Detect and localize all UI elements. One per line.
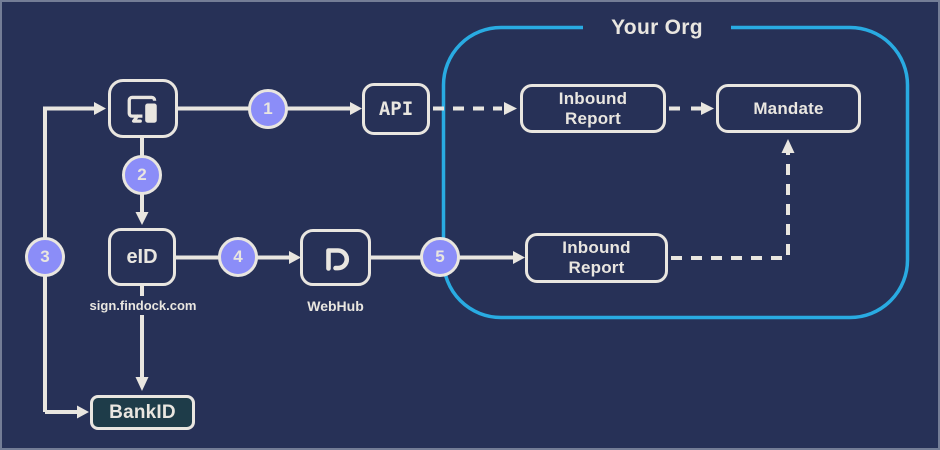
step-circle-4: 4 xyxy=(218,237,258,277)
step-circle-2: 2 xyxy=(122,155,162,195)
node-inbound-report-top: Inbound Report xyxy=(520,84,666,133)
devices-icon xyxy=(127,95,159,125)
node-bankid: BankID xyxy=(90,395,195,430)
arrowhead-to-inbound-bottom xyxy=(513,251,525,264)
dashed-inbound-bottom-to-mandate xyxy=(671,153,790,260)
arrowhead-up-to-mandate xyxy=(781,139,795,153)
step-circle-5: 5 xyxy=(420,237,460,277)
your-org-border xyxy=(441,25,910,320)
step-circle-1: 1 xyxy=(248,89,288,129)
step-circle-3: 3 xyxy=(25,237,65,277)
findock-logo-icon xyxy=(325,247,349,271)
arrowhead-to-bankid-top xyxy=(135,377,149,391)
webhub-label: WebHub xyxy=(307,298,364,314)
node-inbound-report-bottom: Inbound Report xyxy=(525,233,668,283)
node-mandate: Mandate xyxy=(716,84,861,133)
arrowhead-to-bankid-left xyxy=(77,405,89,419)
node-eid: eID xyxy=(108,228,176,286)
loop-connector-step3 xyxy=(43,106,94,414)
node-webhub xyxy=(300,229,371,286)
eid-domain-label: sign.findock.com xyxy=(88,296,198,315)
arrowhead-to-eid xyxy=(135,212,149,225)
arrowhead-to-webhub xyxy=(289,251,301,264)
arrowhead-to-mandate xyxy=(701,102,714,115)
your-org-title: Your Org xyxy=(611,16,703,39)
arrowhead-to-inbound-top xyxy=(504,102,517,115)
arrowhead-to-api xyxy=(350,102,362,115)
arrowhead-to-devices xyxy=(94,102,106,115)
node-api: API xyxy=(362,83,430,135)
node-devices xyxy=(108,79,178,138)
